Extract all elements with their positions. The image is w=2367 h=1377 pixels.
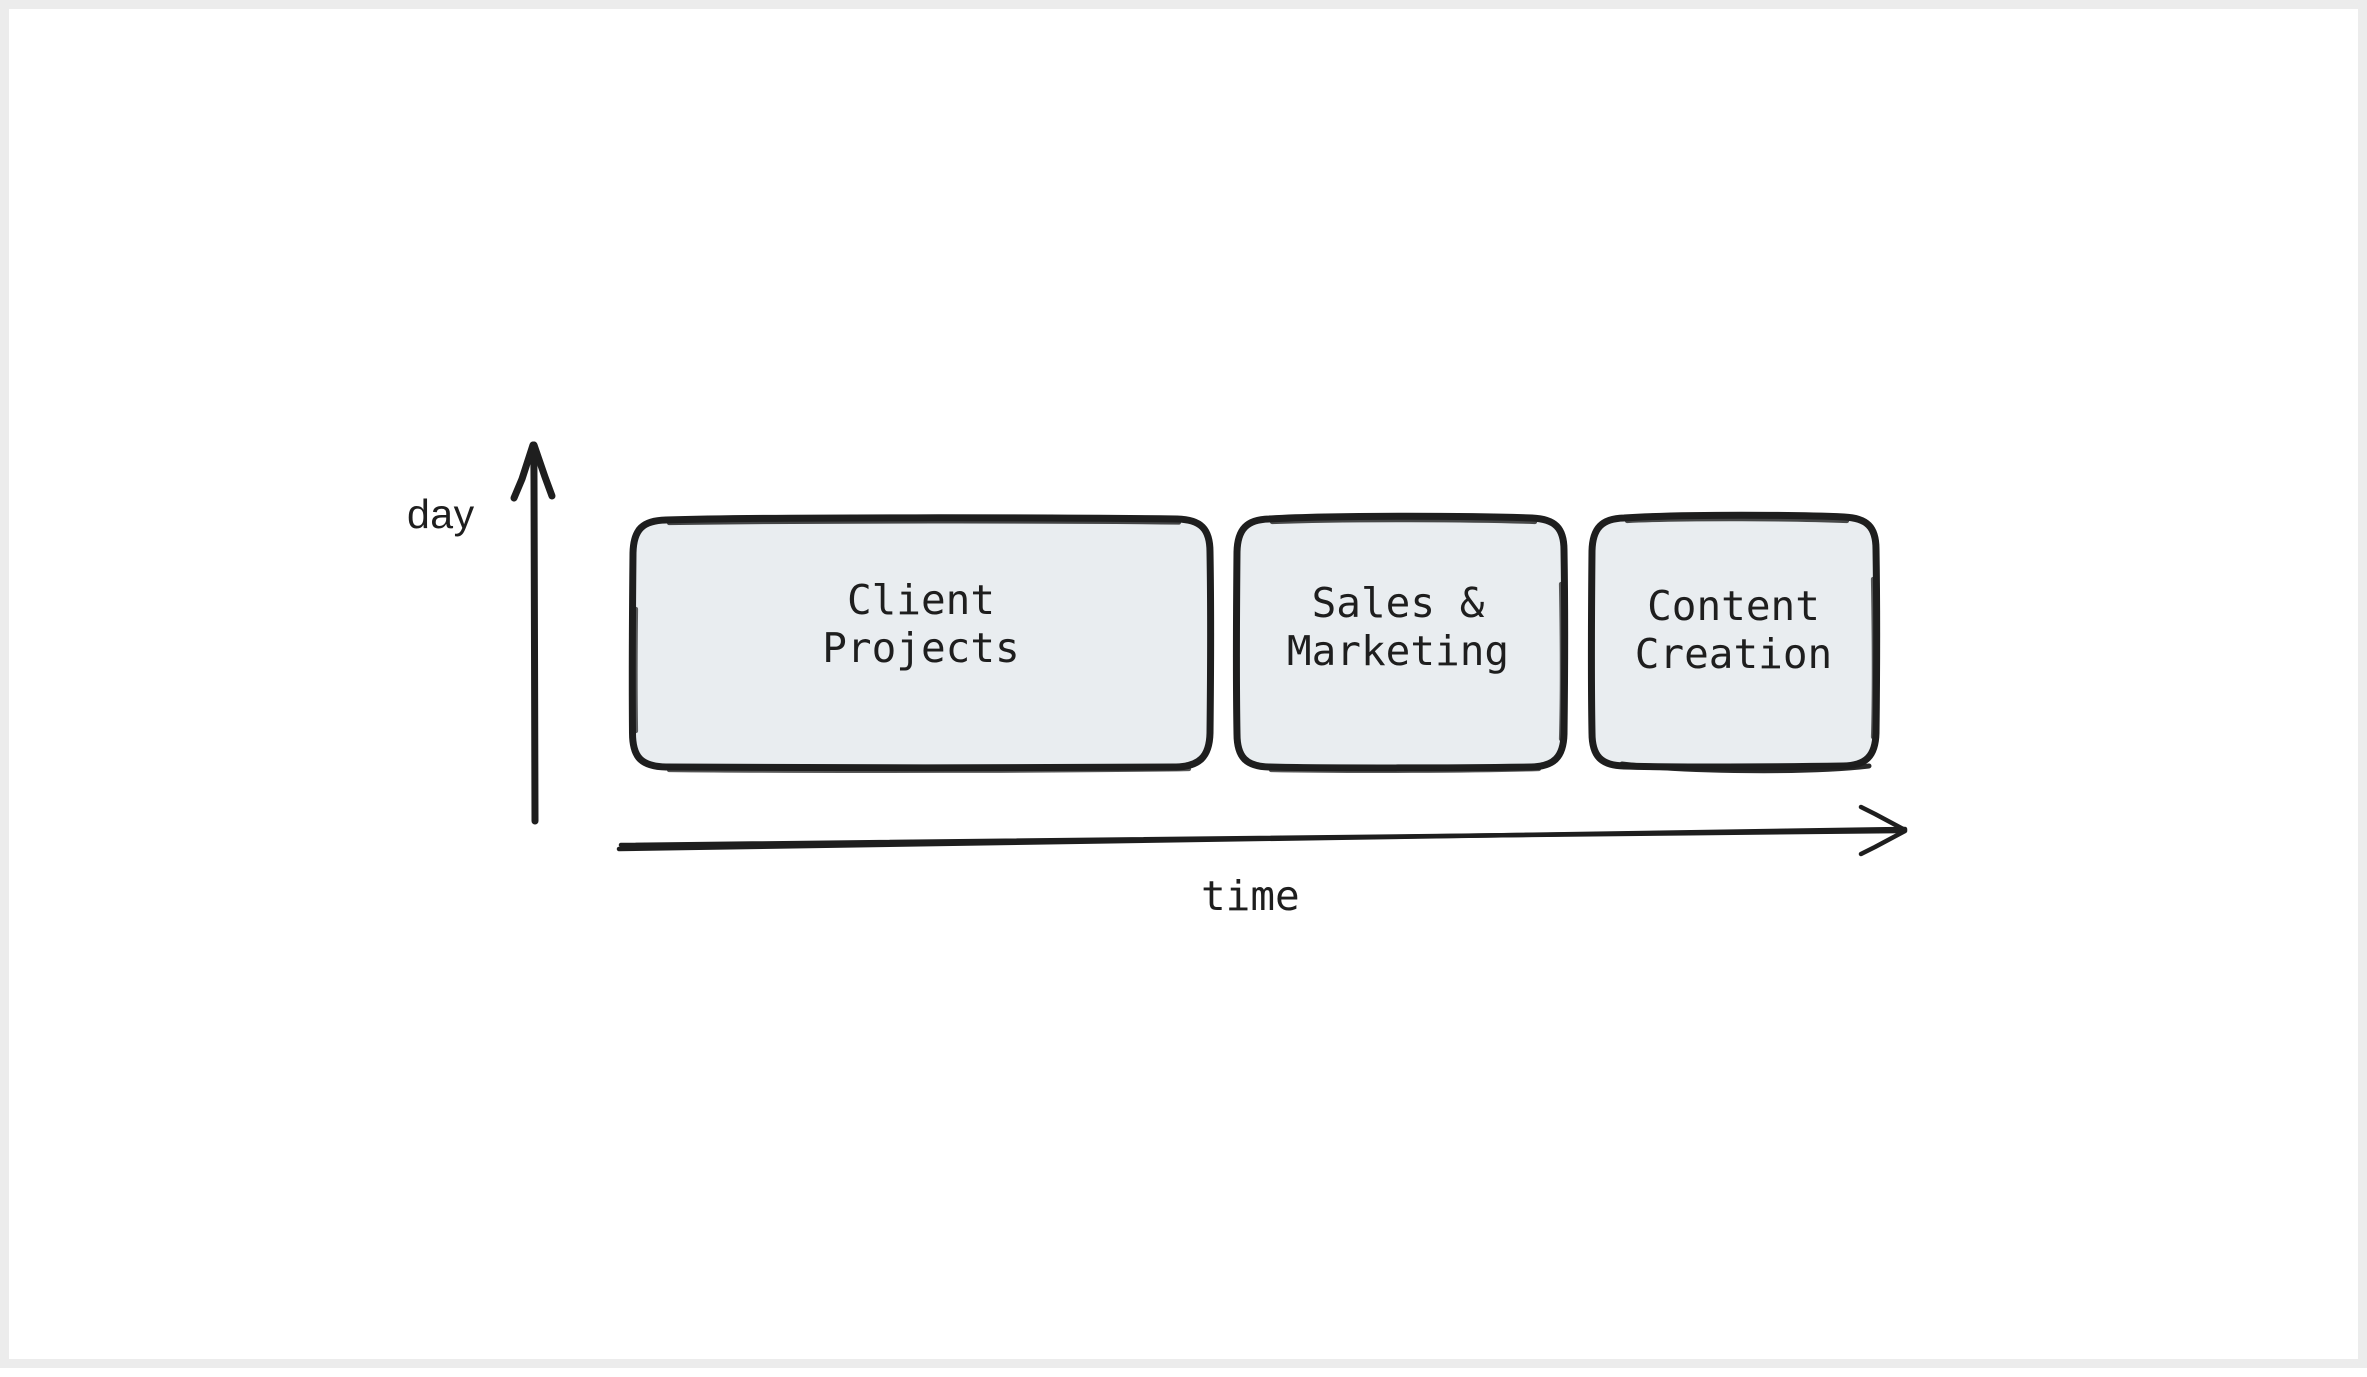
x-axis-arrow [616,804,1908,857]
y-axis-arrow [510,441,556,825]
time-block-label-content-creation: Content Creation [1634,582,1833,679]
y-axis-label: day [407,491,475,537]
x-axis-label: time [1201,872,1300,920]
time-block-label-sales-marketing: Sales & Marketing [1286,579,1510,676]
time-block-label-client-projects: Client Projects [822,576,1020,673]
diagram-svg [510,441,1908,857]
drawing-canvas[interactable]: day time Client Projects Sales & Marketi… [9,9,2358,1359]
